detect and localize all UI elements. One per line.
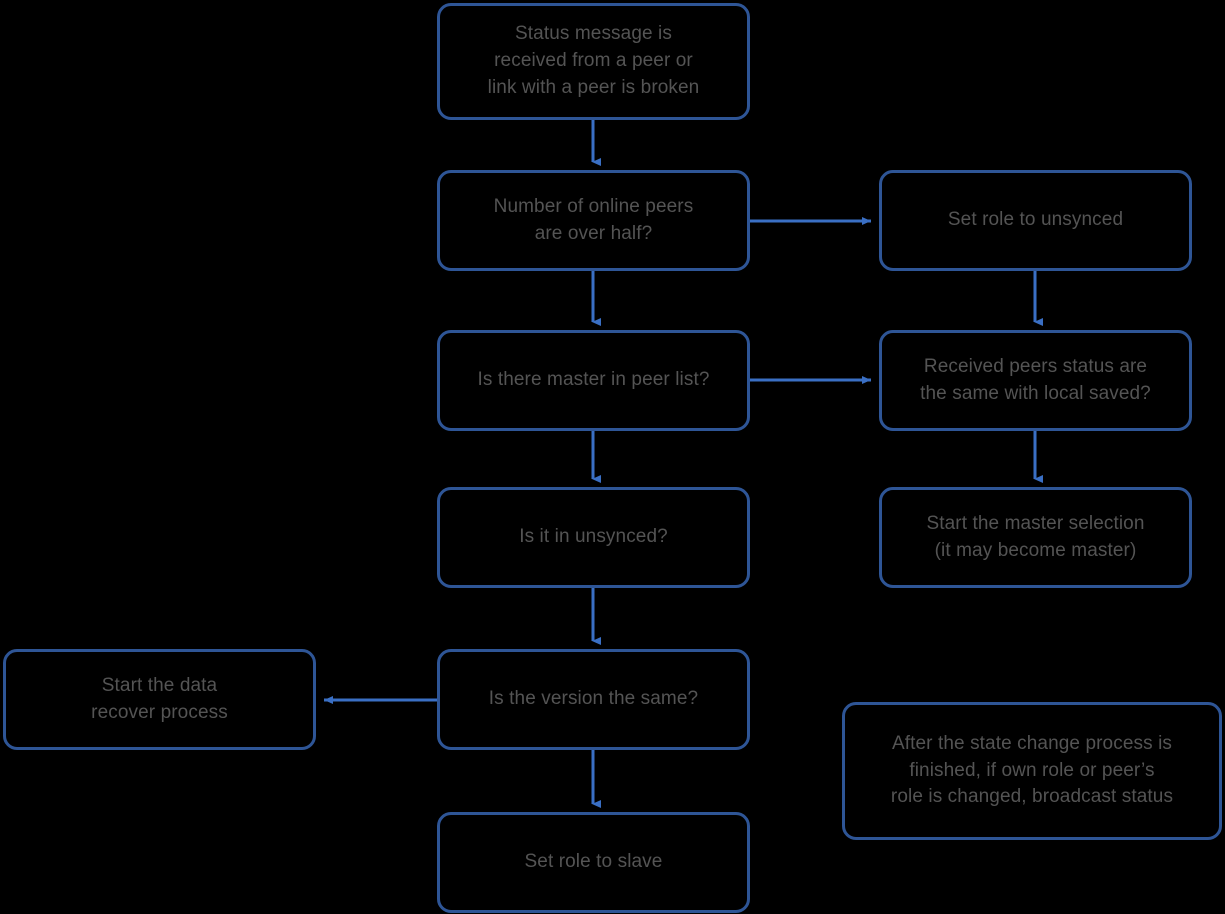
node-label: Status message is received from a peer o… bbox=[487, 23, 700, 98]
node-online-peers-over-half[interactable]: Number of online peers are over half? bbox=[437, 170, 750, 271]
node-status-message-received[interactable]: Status message is received from a peer o… bbox=[437, 3, 750, 120]
node-set-role-unsynced[interactable]: Set role to unsynced bbox=[879, 170, 1192, 271]
node-label: Set role to slave bbox=[524, 851, 663, 873]
node-is-it-unsynced[interactable]: Is it in unsynced? bbox=[437, 487, 750, 588]
node-start-master-selection[interactable]: Start the master selection (it may becom… bbox=[879, 487, 1192, 588]
node-received-peers-status-same[interactable]: Received peers status are the same with … bbox=[879, 330, 1192, 431]
node-label: Start the data recover process bbox=[91, 674, 228, 723]
node-label: Is there master in peer list? bbox=[477, 369, 710, 391]
node-label: Is the version the same? bbox=[488, 688, 699, 710]
node-label: Set role to unsynced bbox=[947, 209, 1124, 231]
node-set-role-slave[interactable]: Set role to slave bbox=[437, 812, 750, 913]
node-label: Received peers status are the same with … bbox=[920, 355, 1151, 404]
node-master-in-peer-list[interactable]: Is there master in peer list? bbox=[437, 330, 750, 431]
node-label: Number of online peers are over half? bbox=[493, 195, 694, 244]
node-label: After the state change process is finish… bbox=[890, 732, 1174, 808]
node-label: Is it in unsynced? bbox=[519, 526, 668, 548]
node-broadcast-status-note[interactable]: After the state change process is finish… bbox=[842, 702, 1222, 840]
node-label: Start the master selection (it may becom… bbox=[926, 512, 1145, 561]
node-start-data-recover[interactable]: Start the data recover process bbox=[3, 649, 316, 750]
node-is-version-same[interactable]: Is the version the same? bbox=[437, 649, 750, 750]
